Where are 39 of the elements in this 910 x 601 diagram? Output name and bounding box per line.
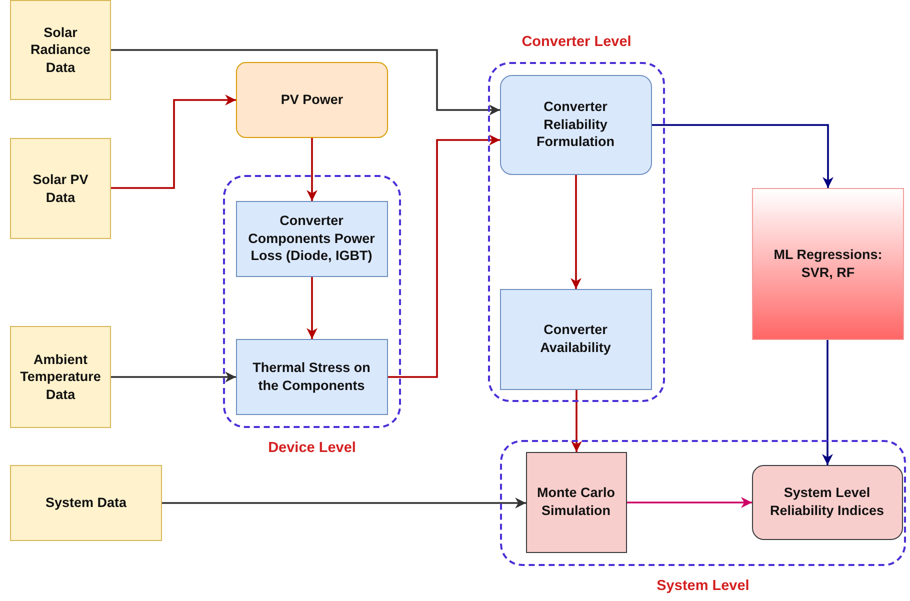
node-label: Ambient Temperature Data [19,350,102,404]
node-label: ML Regressions: SVR, RF [772,246,884,282]
arrow [570,175,582,289]
arrow [162,498,526,508]
node-label: Thermal Stress on the Components [252,358,372,394]
process-box [752,188,904,340]
process-box [500,288,652,390]
arrow [111,94,236,189]
group-title: System Level [656,578,750,594]
process-box [500,74,652,174]
arrow [388,134,500,378]
process-box [236,200,388,276]
node-label: PV Power [280,91,344,109]
group-title: Device Level [267,440,357,456]
node-label: Monte Carlo Simulation [536,484,616,520]
data-box [10,138,111,239]
arrow [652,124,834,188]
arrow [627,497,752,508]
arrow [306,277,318,339]
arrow [306,138,318,201]
arrow [111,372,236,382]
node-label: Converter Availability [539,321,612,357]
node-label: Converter Reliability Formulation [536,98,616,151]
process-box [752,464,902,540]
node-label: Solar Radiance Data [29,24,92,76]
process-box [236,338,388,414]
node-label: Solar PV Data [32,170,90,206]
data-box [10,0,111,100]
node-label: Converter Components Power Loss (Diode, IGBT) [247,212,376,265]
arrow [111,49,500,116]
data-box [10,326,111,428]
group-title: Converter Level [520,34,632,50]
node-label: System Level Reliability Indices [768,484,886,520]
arrow [822,340,833,465]
process-box [236,62,388,138]
node-label: System Data [44,494,128,512]
data-box [10,465,162,541]
process-box [526,452,626,552]
arrow [571,390,582,452]
